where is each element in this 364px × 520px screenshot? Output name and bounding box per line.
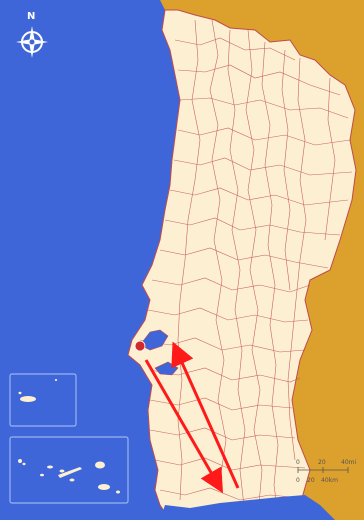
neighbor-country-spain — [160, 0, 364, 520]
scale-bar: 0 20 40mi 0 20 40km — [296, 459, 356, 484]
scale-km-40: 40km — [321, 477, 338, 484]
scale-km-0: 0 — [296, 477, 300, 484]
scale-mi-40: 40mi — [341, 459, 356, 466]
location-marker — [134, 340, 146, 352]
island-group-icon — [18, 459, 120, 494]
madeira-inset-box — [9, 373, 77, 427]
south-coast-sea — [160, 495, 335, 520]
scale-mi-20: 20 — [318, 459, 326, 466]
arrow-north — [171, 341, 240, 489]
compass-north-label: N — [27, 11, 35, 22]
scale-km-20: 20 — [307, 477, 315, 484]
arrow-south — [144, 359, 224, 494]
compass-rose-icon — [16, 26, 48, 58]
azores-inset-box — [9, 436, 129, 504]
island-group-icon — [18, 379, 58, 402]
tagus-estuary — [139, 329, 169, 351]
scale-mi-0: 0 — [296, 459, 300, 466]
municipality-borders — [139, 19, 353, 516]
